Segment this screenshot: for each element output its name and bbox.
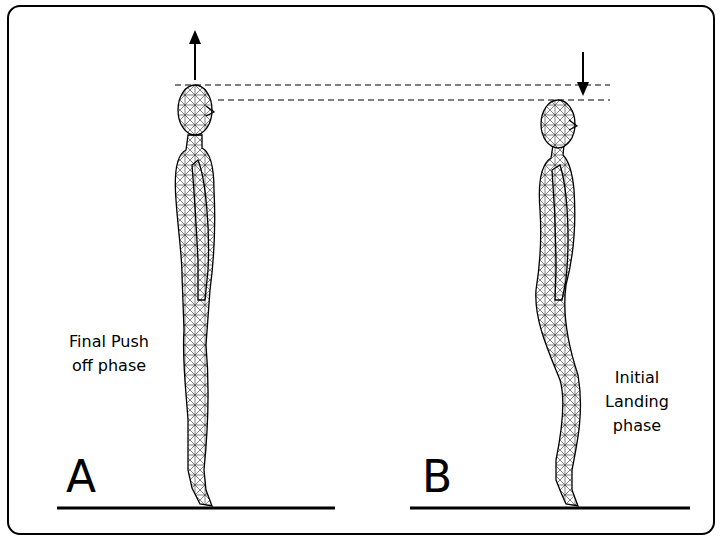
phase-label: Final Push off phase xyxy=(66,330,152,378)
dashed-line xyxy=(218,99,610,100)
panel-letter: B xyxy=(412,452,462,502)
motion-arrow xyxy=(194,42,196,80)
frame xyxy=(8,6,714,534)
figure-push-off xyxy=(175,85,214,506)
ground-line xyxy=(57,507,335,510)
phase-label: Initial Landing phase xyxy=(596,366,678,438)
figure-landing xyxy=(536,100,581,506)
panel-letter: A xyxy=(56,452,106,502)
arrowhead xyxy=(577,82,589,96)
motion-arrow xyxy=(582,52,584,84)
dashed-line xyxy=(175,84,610,85)
ground-line xyxy=(410,507,690,510)
arrowhead xyxy=(189,30,201,44)
